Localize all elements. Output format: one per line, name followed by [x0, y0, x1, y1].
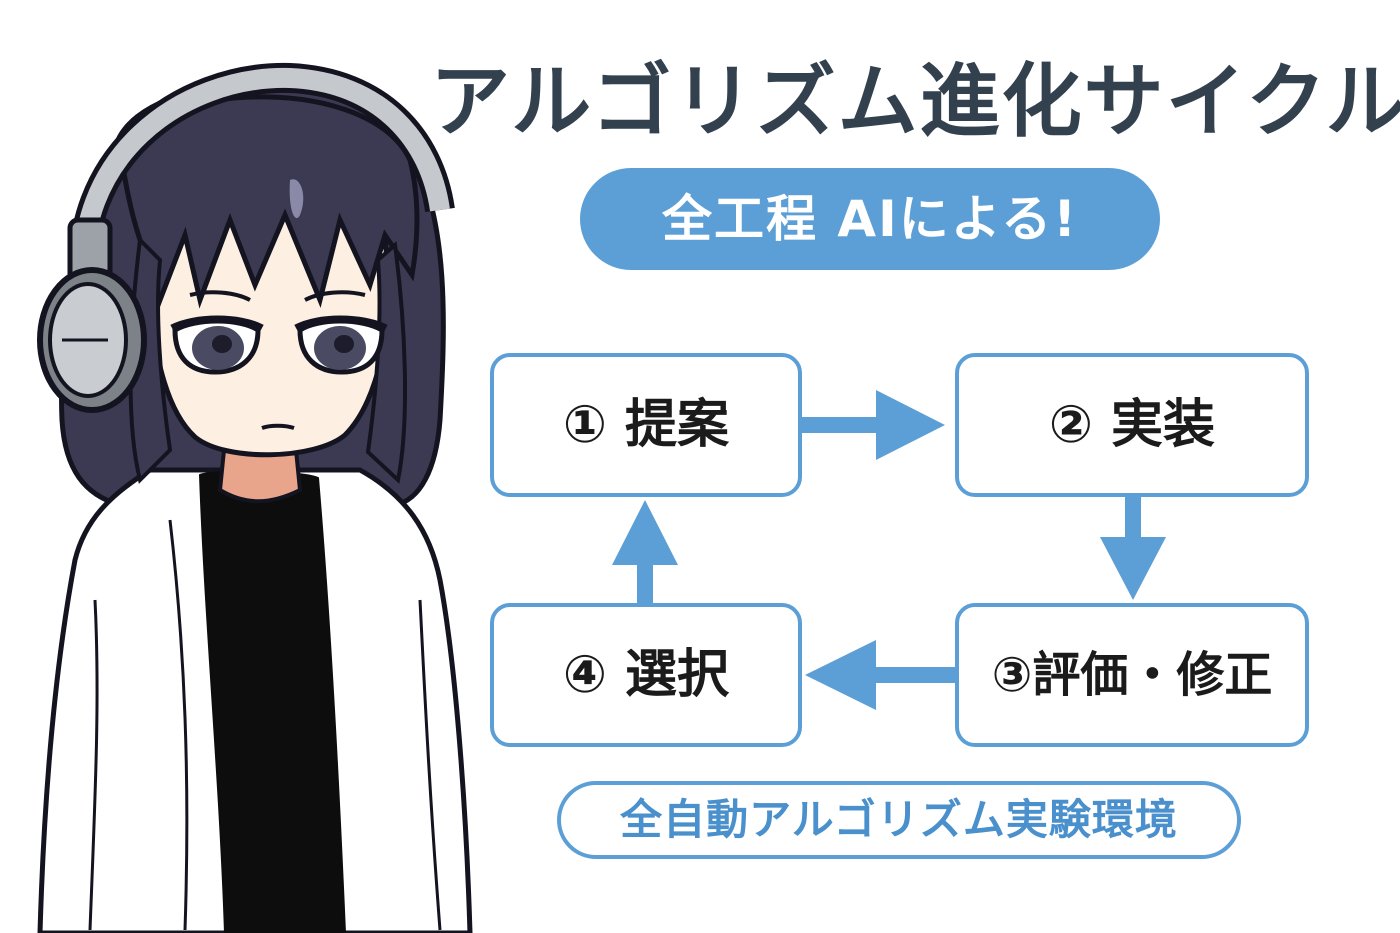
eyebrow-right [304, 290, 366, 302]
arrow-up-icon [612, 500, 678, 605]
coat-fold-right [418, 599, 442, 931]
arrow-down-icon [1100, 497, 1166, 600]
hair-shine [289, 179, 304, 219]
mouth [261, 423, 295, 430]
footer-label: 全自動アルゴリズム実験環境 [557, 781, 1241, 859]
turtleneck [198, 470, 347, 933]
headphone-band-inner [73, 67, 450, 292]
eye-right [294, 315, 388, 375]
step-selection: ④ 選択 [490, 603, 802, 747]
coat-fold-inner [168, 519, 189, 931]
headphone-icon [37, 217, 147, 413]
arrow-left-icon [805, 640, 955, 710]
ai-badge: 全工程 AIによる! [580, 168, 1160, 270]
step-evaluation: ③評価・修正 [955, 603, 1309, 747]
side-hair-right [365, 241, 407, 484]
character-illustration [37, 62, 473, 933]
step-proposal: ① 提案 [490, 353, 802, 497]
diagram-title: アルゴリズム進化サイクル [430, 55, 1400, 148]
eyebrow-left [189, 290, 251, 302]
step-implementation: ② 実装 [955, 353, 1309, 497]
coat-fold-left [88, 599, 99, 931]
eye-left [170, 315, 264, 375]
arrow-right-icon [802, 390, 945, 460]
